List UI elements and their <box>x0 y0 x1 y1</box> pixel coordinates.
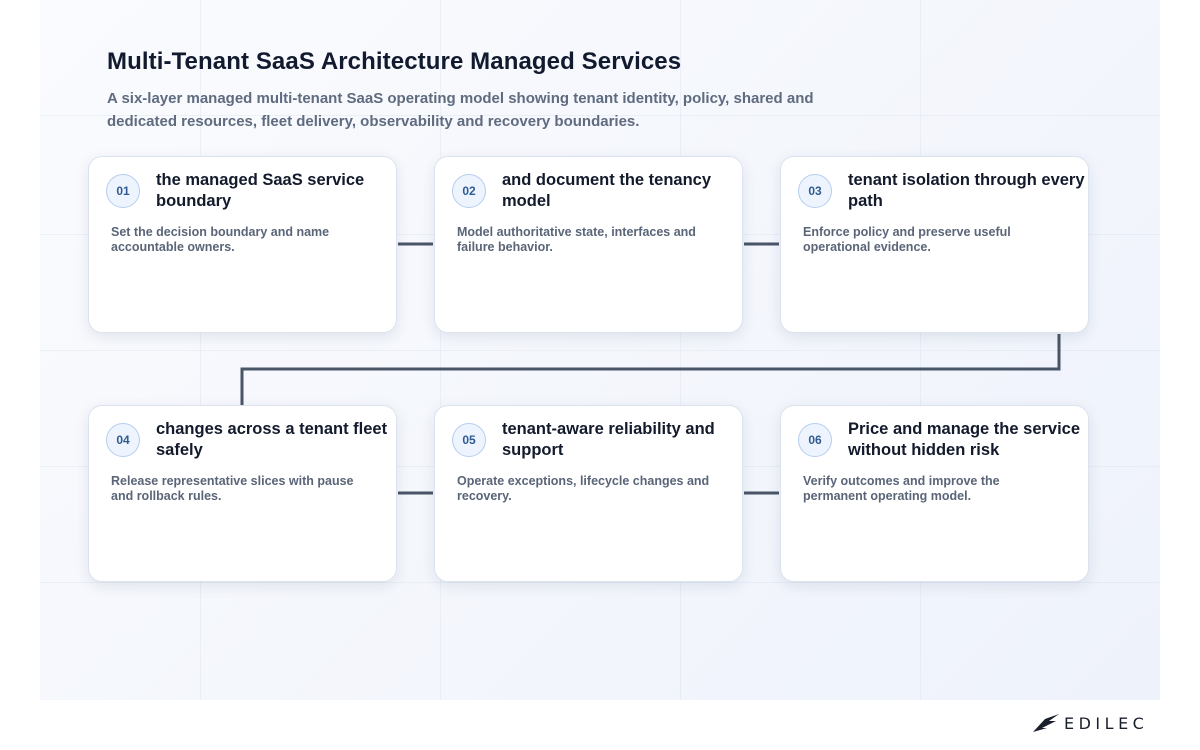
step-description: Verify outcomes and improve the permanen… <box>803 474 1000 503</box>
brand-name: EDILEC <box>1064 713 1149 733</box>
brand-mark-icon <box>1033 714 1059 732</box>
step-description: Set the decision boundary and name accou… <box>111 225 330 254</box>
step-description: Model authoritative state, interfaces an… <box>457 225 696 254</box>
diagram-canvas <box>40 0 1160 700</box>
step-number-badge: 01 <box>106 174 140 208</box>
brand-logo: EDILEC <box>1032 712 1148 734</box>
page-title: Multi-Tenant SaaS Architecture Managed S… <box>107 48 682 75</box>
step-number-badge: 02 <box>452 174 486 208</box>
page-subtitle: A six-layer managed multi-tenant SaaS op… <box>107 90 814 130</box>
step-title: and document the tenancy model <box>502 171 712 210</box>
step-title: tenant-aware reliability and support <box>502 420 715 459</box>
step-description: Enforce policy and preserve useful opera… <box>803 225 1011 254</box>
step-title: the managed SaaS service boundary <box>156 171 365 210</box>
step-card-02: 02 and document the tenancy model Model … <box>434 156 743 333</box>
step-card-01: 01 the managed SaaS service boundary Set… <box>88 156 397 333</box>
grid-line <box>680 0 681 700</box>
grid-line <box>200 0 201 700</box>
step-title: Price and manage the service without hid… <box>848 420 1081 459</box>
grid-line <box>40 582 1160 583</box>
step-number-badge: 04 <box>106 423 140 457</box>
grid-line <box>40 115 1160 116</box>
step-card-04: 04 changes across a tenant fleet safely … <box>88 405 397 582</box>
step-title: changes across a tenant fleet safely <box>156 420 388 459</box>
step-description: Operate exceptions, lifecycle changes an… <box>457 474 710 503</box>
step-card-06: 06 Price and manage the service without … <box>780 405 1089 582</box>
step-number-badge: 06 <box>798 423 832 457</box>
step-card-03: 03 tenant isolation through every path E… <box>780 156 1089 333</box>
step-title: tenant isolation through every path <box>848 171 1085 210</box>
grid-line <box>40 350 1160 351</box>
step-number-badge: 05 <box>452 423 486 457</box>
grid-line <box>920 0 921 700</box>
step-card-05: 05 tenant-aware reliability and support … <box>434 405 743 582</box>
step-description: Release representative slices with pause… <box>111 474 354 503</box>
connector-03-04 <box>240 334 1061 405</box>
step-number-badge: 03 <box>798 174 832 208</box>
grid-line <box>440 0 441 700</box>
